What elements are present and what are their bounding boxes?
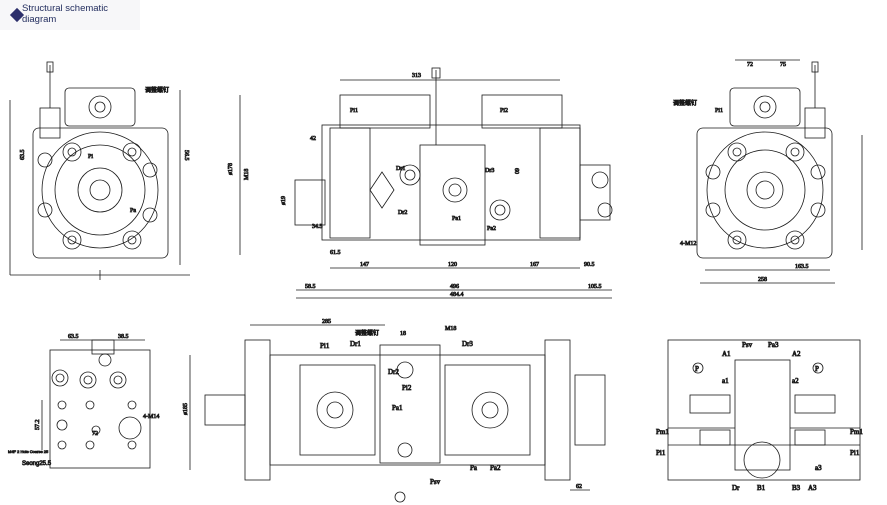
dim-label: 56.5: [183, 150, 189, 161]
dim-label: Dr1: [350, 340, 361, 348]
dim-label: 4-M12: [680, 241, 696, 247]
dim-label: 496: [450, 284, 459, 290]
page-title: Structural schematic diagram: [22, 3, 109, 25]
dim-label: 90.5: [584, 262, 595, 268]
port-label: a3: [815, 464, 822, 472]
dim-label: Pa2: [490, 464, 501, 472]
port-label: P: [815, 365, 819, 373]
dim-label: ø185: [183, 403, 189, 415]
dim-label: Pi: [88, 154, 93, 160]
dim-label: M18: [445, 326, 456, 332]
port-label: A1: [722, 350, 731, 358]
dim-label: 61.5: [330, 250, 341, 256]
dim-label: 63.5: [20, 150, 26, 161]
port-label: Dr: [732, 484, 740, 492]
view-bottom-right: Psv Pa3 A1 A2 a1 a2 Pm1 Pm1 Pi1 Pi1 Dr B…: [656, 339, 864, 492]
port-label: a2: [792, 377, 799, 385]
dim-label: Pi1: [350, 108, 358, 114]
dim-label: Pa1: [392, 404, 403, 412]
port-label: B3: [792, 484, 801, 492]
dim-label: Pi2: [500, 108, 508, 114]
dim-label: Pi1: [320, 342, 330, 350]
port-label: A3: [808, 484, 817, 492]
view-bottom-left: 63.5 38.5 72 57.2 4-M14 M4F 2 Hole Coars…: [8, 334, 160, 469]
port-label: A2: [792, 350, 801, 358]
dim-label: Pi1: [715, 108, 723, 114]
dim-label: Pa2: [487, 226, 496, 232]
footnote: M4F 2 Hole Coarse 25: [8, 449, 49, 454]
dim-label: Dr2: [388, 368, 399, 376]
cn-note: 调整螺钉: [355, 329, 379, 337]
dim-label: Dr1: [396, 166, 405, 172]
port-label: B1: [757, 484, 766, 492]
port-label: Pm1: [656, 428, 669, 436]
dim-label: 63.5: [68, 334, 79, 340]
dim-label: 484.4: [450, 292, 464, 298]
dim-label: Pa: [470, 464, 478, 472]
dim-label: M18: [244, 169, 250, 180]
dim-label: 4-M14: [143, 414, 159, 420]
dim-label: Pa1: [452, 216, 461, 222]
cn-note: 调整螺钉: [673, 99, 697, 107]
dim-label: 34.5: [312, 224, 323, 230]
dim-label: 147: [360, 262, 369, 268]
dim-label: 18: [400, 331, 406, 337]
dim-label: 75: [780, 62, 786, 68]
dim-label: Pa: [130, 208, 136, 214]
dim-label: 72: [747, 62, 753, 68]
dim-label: 42: [310, 136, 316, 142]
dim-label: ø19: [281, 196, 287, 205]
dim-label: 38.5: [118, 334, 129, 340]
port-label: Psv: [742, 341, 753, 349]
dim-label: 313: [412, 73, 421, 79]
port-label: a1: [722, 377, 729, 385]
dim-label: 57.2: [35, 420, 41, 431]
dim-label: 72: [92, 431, 98, 437]
view-bottom-center: 285 18 Pi1 Dr1 Dr2 Dr3 Pi2 Pa1 Pa2 Pa Ps…: [183, 319, 606, 503]
port-label: Pa3: [768, 341, 779, 349]
dim-label: 62: [576, 484, 582, 490]
dim-label: Dr2: [398, 210, 407, 216]
dim-label: Dr3: [462, 340, 473, 348]
dim-label: ø178: [228, 163, 234, 175]
dim-label: 163.5: [795, 264, 809, 270]
dim-label: 120: [448, 262, 457, 268]
port-label: P: [695, 365, 699, 373]
dim-label: Dr3: [485, 168, 494, 174]
dim-label: Psv: [430, 478, 441, 486]
header: Structural schematic diagram: [0, 0, 140, 30]
port-label: Pm1: [850, 428, 863, 436]
dim-label: 258: [758, 277, 767, 283]
dim-label: 285: [322, 319, 331, 325]
dim-label: 58.5: [305, 284, 316, 290]
footnote: Seong25.5: [22, 461, 52, 467]
view-top-left: 63.5 56.5 Pi Pa 调整螺钉: [9, 61, 190, 280]
dim-label: Pi2: [402, 384, 412, 392]
dim-label: 105.5: [588, 284, 602, 290]
view-top-right: 72 75 Pi1 调整螺钉 163.5 258 4-M12: [673, 59, 863, 284]
view-top-center: 313 Pi1 Pi2 Dr1 Dr2 Dr3 Pa1 Pa2 ø19 M18 …: [228, 67, 613, 299]
port-label: Pi1: [850, 449, 860, 457]
cn-note: 调整螺钉: [145, 86, 169, 94]
dim-label: 167: [530, 262, 539, 268]
port-label: Pi1: [656, 449, 666, 457]
dim-label: 60: [513, 168, 519, 174]
